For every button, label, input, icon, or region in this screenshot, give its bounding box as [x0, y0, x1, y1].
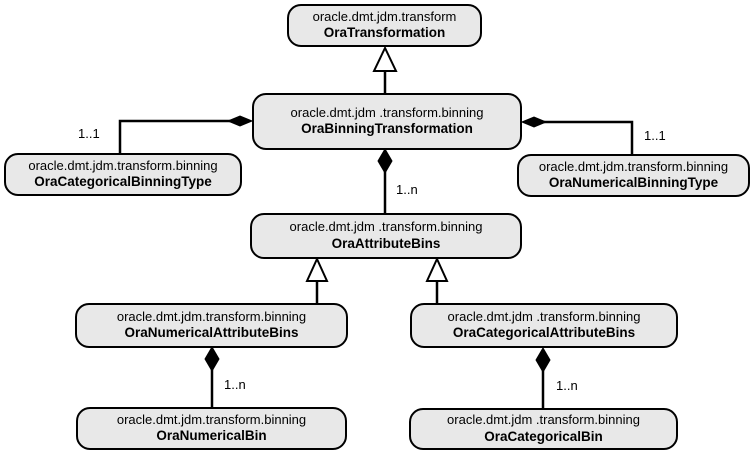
class-name: OraBinningTransformation — [301, 121, 473, 137]
class-name: OraTransformation — [323, 25, 446, 41]
class-node-ora-categorical-bin[interactable]: oracle.dmt.jdm .transform.binning OraCat… — [409, 408, 678, 450]
multiplicity-label-categorical-type: 1..1 — [78, 126, 100, 141]
class-node-ora-categorical-binning-type[interactable]: oracle.dmt.jdm.transform.binning OraCate… — [4, 153, 242, 196]
package-name: oracle.dmt.jdm .transform.binning — [447, 308, 641, 324]
generalization-arrow-binning-to-transformation — [372, 45, 398, 94]
class-name: OraNumericalBinningType — [548, 175, 719, 191]
class-name: OraNumericalBin — [156, 428, 267, 444]
class-node-ora-numerical-binning-type[interactable]: oracle.dmt.jdm.transform.binning OraNume… — [517, 154, 750, 197]
class-node-ora-categorical-attribute-bins[interactable]: oracle.dmt.jdm .transform.binning OraCat… — [410, 303, 678, 348]
class-name: OraAttributeBins — [331, 235, 441, 251]
aggregation-link-categorical-attribute-bins-to-bin — [535, 347, 551, 409]
multiplicity-label-numerical-bin: 1..n — [224, 377, 246, 392]
class-node-ora-binning-transformation[interactable]: oracle.dmt.jdm .transform.binning OraBin… — [252, 93, 522, 150]
class-node-ora-numerical-attribute-bins[interactable]: oracle.dmt.jdm.transform.binning OraNume… — [75, 303, 348, 348]
generalization-arrow-categorical-attribute-bins — [425, 256, 449, 304]
package-name: oracle.dmt.jdm.transform.binning — [116, 411, 307, 427]
multiplicity-label-categorical-bin: 1..n — [556, 378, 578, 393]
aggregation-link-binning-to-categorical-type — [118, 115, 254, 154]
package-name: oracle.dmt.jdm.transform — [312, 8, 457, 24]
class-name: OraCategoricalBinningType — [34, 174, 212, 190]
package-name: oracle.dmt.jdm.transform.binning — [28, 157, 218, 173]
multiplicity-label-attribute-bins: 1..n — [396, 182, 418, 197]
class-node-ora-numerical-bin[interactable]: oracle.dmt.jdm.transform.binning OraNume… — [76, 407, 347, 450]
aggregation-link-binning-to-numerical-type — [520, 116, 634, 155]
package-name: oracle.dmt.jdm.transform.binning — [116, 308, 307, 324]
class-node-ora-attribute-bins[interactable]: oracle.dmt.jdm .transform.binning OraAtt… — [250, 213, 522, 259]
generalization-arrow-numerical-attribute-bins — [305, 256, 329, 304]
class-name: OraCategoricalAttributeBins — [452, 325, 636, 341]
class-name: OraCategoricalBin — [484, 428, 603, 444]
package-name: oracle.dmt.jdm .transform.binning — [290, 104, 484, 120]
package-name: oracle.dmt.jdm .transform.binning — [447, 412, 640, 428]
class-node-ora-transformation[interactable]: oracle.dmt.jdm.transform OraTransformati… — [287, 4, 482, 47]
package-name: oracle.dmt.jdm .transform.binning — [289, 219, 483, 235]
class-name: OraNumericalAttributeBins — [124, 325, 299, 341]
aggregation-link-numerical-attribute-bins-to-bin — [204, 346, 220, 408]
package-name: oracle.dmt.jdm.transform.binning — [538, 158, 729, 174]
multiplicity-label-numerical-type: 1..1 — [644, 128, 666, 143]
aggregation-link-binning-to-attribute-bins — [377, 148, 393, 214]
